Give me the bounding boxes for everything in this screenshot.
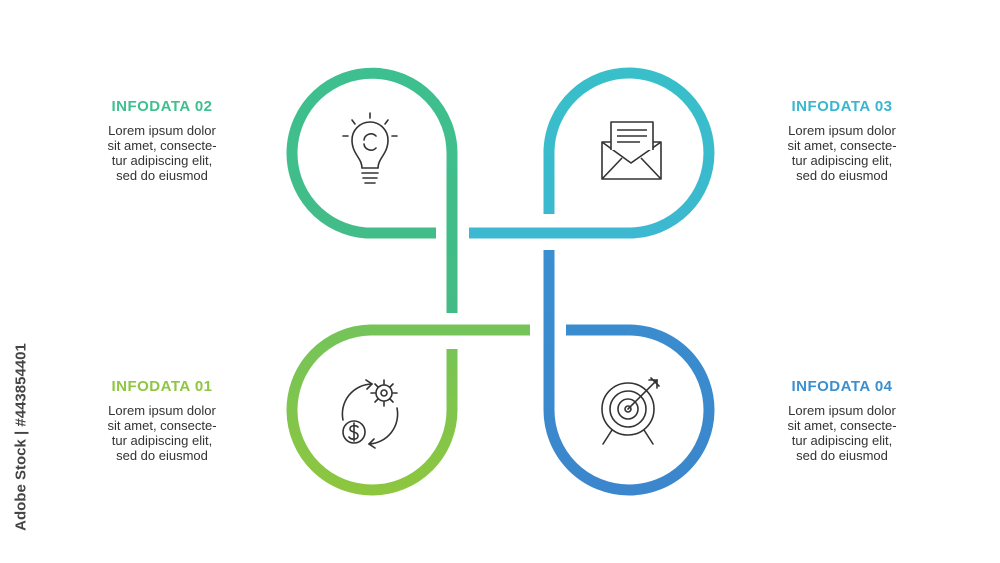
stock-watermark: Adobe Stock | #443854401 bbox=[8, 322, 34, 552]
info-line: sed do eiusmod bbox=[116, 168, 208, 183]
info-line: Lorem ipsum dolor bbox=[108, 123, 216, 138]
info-line: sed do eiusmod bbox=[796, 168, 888, 183]
info-block-01: INFODATA 01 Lorem ipsum dolor sit amet, … bbox=[72, 378, 252, 463]
info-line: sit amet, consecte- bbox=[107, 418, 217, 433]
loop-shape-02 bbox=[286, 67, 458, 313]
info-title-03: INFODATA 03 bbox=[791, 98, 893, 115]
loop-shape-04 bbox=[543, 250, 715, 496]
info-text-01: Lorem ipsum dolor sit amet, consecte- tu… bbox=[72, 403, 252, 463]
info-line: Lorem ipsum dolor bbox=[108, 403, 216, 418]
info-line: tur adipiscing elit, bbox=[791, 433, 893, 448]
loop-shape-03 bbox=[469, 67, 715, 239]
info-text-03: Lorem ipsum dolor sit amet, consecte- tu… bbox=[752, 123, 932, 183]
info-line: sit amet, consecte- bbox=[787, 418, 897, 433]
info-line: tur adipiscing elit, bbox=[791, 153, 893, 168]
target-arrow-icon bbox=[601, 377, 660, 445]
info-title-04: INFODATA 04 bbox=[791, 378, 893, 395]
info-line: Lorem ipsum dolor bbox=[788, 123, 896, 138]
watermark-text: Adobe Stock | #443854401 bbox=[12, 343, 30, 531]
envelope-letter-icon bbox=[601, 121, 662, 180]
loop-shape-01 bbox=[286, 324, 530, 496]
info-block-02: INFODATA 02 Lorem ipsum dolor sit amet, … bbox=[72, 98, 252, 183]
info-title-01: INFODATA 01 bbox=[111, 378, 213, 395]
info-block-03: INFODATA 03 Lorem ipsum dolor sit amet, … bbox=[752, 98, 932, 183]
money-gear-cycle-icon bbox=[341, 379, 399, 449]
info-line: sit amet, consecte- bbox=[107, 138, 217, 153]
info-block-04: INFODATA 04 Lorem ipsum dolor sit amet, … bbox=[752, 378, 932, 463]
info-line: sit amet, consecte- bbox=[787, 138, 897, 153]
info-line: sed do eiusmod bbox=[116, 448, 208, 463]
info-title-02: INFODATA 02 bbox=[111, 98, 213, 115]
info-line: tur adipiscing elit, bbox=[111, 433, 213, 448]
lightbulb-icon bbox=[342, 112, 398, 184]
info-text-04: Lorem ipsum dolor sit amet, consecte- tu… bbox=[752, 403, 932, 463]
info-line: tur adipiscing elit, bbox=[111, 153, 213, 168]
info-line: Lorem ipsum dolor bbox=[788, 403, 896, 418]
info-text-02: Lorem ipsum dolor sit amet, consecte- tu… bbox=[72, 123, 252, 183]
info-line: sed do eiusmod bbox=[796, 448, 888, 463]
